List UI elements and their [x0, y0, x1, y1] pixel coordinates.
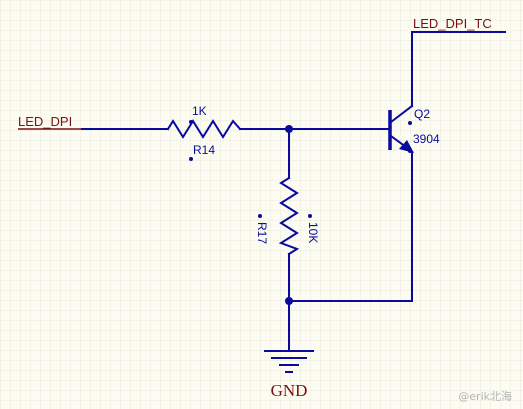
r14-value: 1K: [192, 104, 207, 118]
junction-dot: [285, 297, 293, 305]
pin-dot: [408, 121, 412, 125]
resistor-r17-zigzag: [278, 176, 300, 256]
gnd-label: GND: [271, 381, 308, 400]
net-led-dpi: LED_DPI: [18, 114, 82, 130]
resistor-r17: R17 10K: [255, 176, 320, 256]
pin-dot: [189, 157, 193, 161]
r17-value: 10K: [306, 222, 320, 243]
net-label-led-dpi-tc: LED_DPI_TC: [413, 16, 492, 31]
net-led-dpi-tc: LED_DPI_TC: [413, 16, 492, 31]
pin-dot: [408, 149, 412, 153]
pin-dot: [189, 120, 193, 124]
net-label-led-dpi: LED_DPI: [18, 114, 72, 129]
q2-collector-leg: [389, 104, 414, 124]
r17-designator: R17: [255, 222, 269, 244]
r14-designator: R14: [193, 143, 215, 157]
ground-symbol: GND: [264, 350, 314, 400]
watermark: @erik北海: [458, 389, 512, 403]
q2-designator: Q2: [414, 107, 430, 121]
transistor-q2: Q2 3904: [388, 104, 440, 153]
resistor-r14: 1K R14: [166, 104, 242, 161]
resistor-r14-zigzag: [166, 119, 242, 139]
q2-part: 3904: [413, 132, 440, 146]
pin-dot: [258, 214, 262, 218]
pin-dot: [308, 214, 312, 218]
junction-dot: [285, 125, 293, 133]
